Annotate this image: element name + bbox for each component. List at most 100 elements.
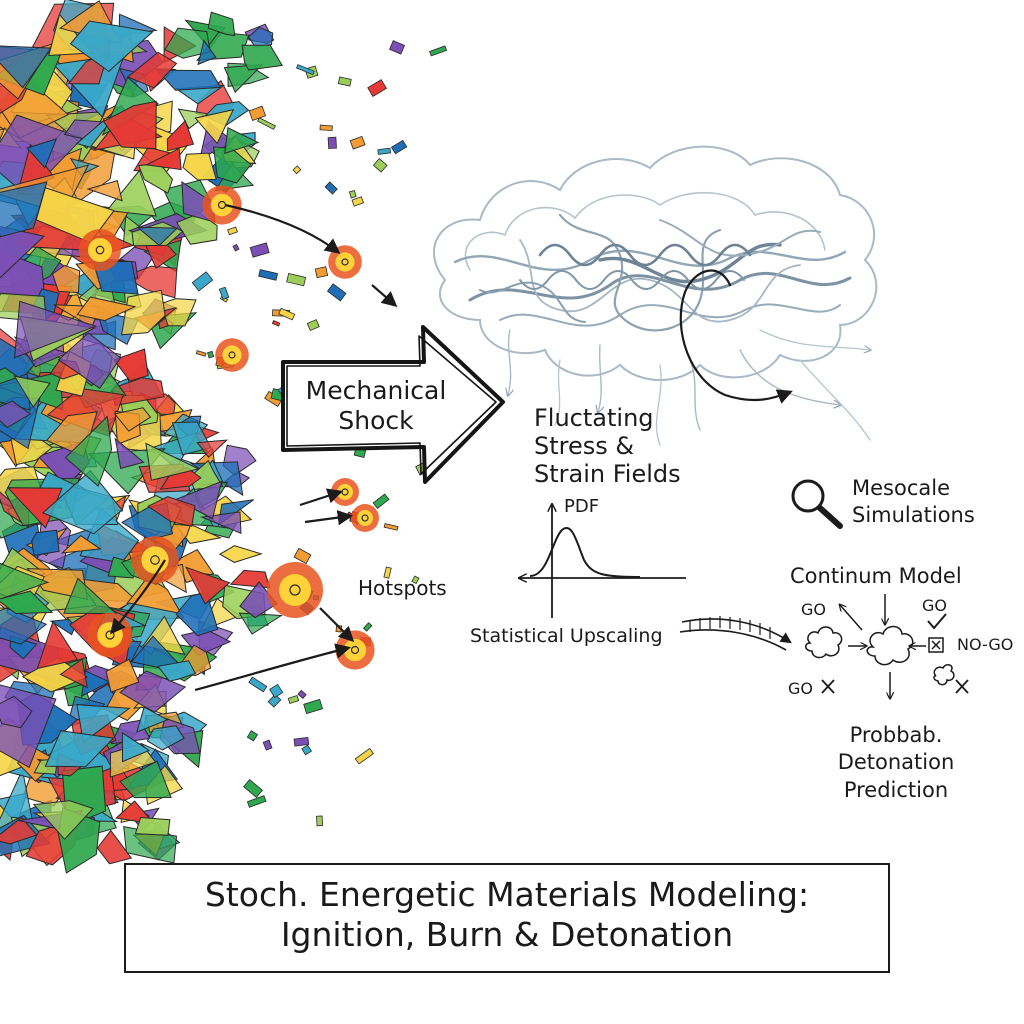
go-label: GO bbox=[801, 600, 826, 619]
debris-piece bbox=[292, 165, 302, 175]
fragment-shape bbox=[105, 658, 140, 693]
debris-piece bbox=[362, 622, 373, 632]
debris-piece bbox=[383, 523, 399, 531]
debris-piece bbox=[248, 676, 268, 693]
fragment-shape bbox=[147, 496, 196, 527]
fragment-shape bbox=[0, 181, 48, 238]
flame-icon bbox=[215, 338, 249, 372]
fragment-shape bbox=[126, 51, 178, 89]
debris-piece bbox=[337, 76, 352, 87]
check-icon bbox=[927, 613, 947, 630]
magnifier-icon bbox=[791, 479, 843, 529]
debris-piece bbox=[367, 79, 387, 98]
mesocale-simulations-label: Mesocale Simulations bbox=[852, 476, 975, 528]
go-label: GO bbox=[922, 596, 947, 615]
fragment-shape bbox=[106, 169, 157, 217]
fragment-shape bbox=[155, 69, 222, 91]
debris-piece bbox=[295, 64, 315, 76]
debris-piece bbox=[316, 815, 324, 827]
fragment-shape bbox=[160, 298, 197, 327]
debris-piece bbox=[372, 158, 388, 173]
hotspot-arrow bbox=[371, 284, 398, 308]
x-icon bbox=[955, 679, 969, 694]
debris-piece bbox=[227, 226, 238, 236]
debris-piece bbox=[267, 693, 282, 708]
fragment-shape bbox=[52, 264, 81, 294]
hotspots-label: Hotspots bbox=[358, 576, 447, 600]
debris-piece bbox=[324, 181, 338, 195]
hotspot-arrow bbox=[110, 559, 166, 635]
fragment-shape bbox=[113, 348, 149, 382]
debris-piece bbox=[293, 547, 312, 565]
pdf-curve bbox=[529, 527, 641, 578]
pdf-plot bbox=[520, 505, 686, 618]
fragment-shape bbox=[145, 147, 182, 171]
flame-icon bbox=[131, 536, 179, 584]
fragment-shape bbox=[76, 704, 131, 744]
fragment-shape bbox=[0, 45, 53, 89]
fragment-shape bbox=[42, 469, 123, 535]
flame-icon bbox=[328, 245, 362, 279]
fragment-shape bbox=[121, 731, 151, 763]
debris-piece bbox=[243, 779, 263, 799]
no-go-label: NO-GO bbox=[957, 635, 1014, 654]
statistical-upscaling-label: Statistical Upscaling bbox=[470, 625, 663, 647]
fragment-shape bbox=[136, 226, 179, 247]
fragment-shape bbox=[0, 562, 50, 600]
fragment-shape bbox=[207, 11, 236, 37]
fragment-shape bbox=[102, 100, 157, 150]
fragment-shape bbox=[86, 179, 123, 202]
fragment-shape bbox=[218, 545, 263, 563]
fragment-shape bbox=[13, 375, 51, 409]
debris-piece bbox=[246, 730, 259, 742]
fragment-shape bbox=[0, 816, 38, 845]
mechanical-shock-label: Mechanical Shock bbox=[305, 376, 447, 435]
fragment-shape bbox=[0, 400, 32, 429]
fragment-shape bbox=[31, 529, 60, 557]
fragment-shape bbox=[182, 152, 217, 181]
debris-piece bbox=[246, 795, 267, 808]
fragment-shape bbox=[223, 63, 264, 94]
debris-piece bbox=[191, 271, 214, 292]
fragment-shape bbox=[76, 296, 137, 322]
debris-piece bbox=[249, 242, 270, 258]
fragment-shape bbox=[44, 730, 115, 768]
continuum-flow bbox=[805, 594, 969, 698]
fragment-shape bbox=[194, 108, 235, 145]
cloud-icon bbox=[805, 626, 843, 659]
flame-icon bbox=[351, 504, 379, 532]
fragment-shape bbox=[63, 577, 118, 615]
debris-piece bbox=[271, 319, 281, 327]
fragment-shape bbox=[59, 658, 88, 689]
debris-piece bbox=[326, 283, 347, 302]
flame-icon bbox=[202, 185, 242, 225]
debris-piece bbox=[303, 698, 324, 715]
fragment-shape bbox=[0, 590, 54, 615]
fragment-shape bbox=[134, 816, 171, 836]
debris-piece bbox=[257, 117, 276, 130]
fragment-shape bbox=[60, 534, 102, 554]
debris-piece bbox=[287, 695, 300, 705]
debris-piece bbox=[248, 105, 267, 121]
debris-piece bbox=[232, 243, 240, 252]
fragment-shape bbox=[119, 760, 172, 799]
fragment-shape bbox=[185, 566, 231, 605]
debris-piece bbox=[306, 319, 320, 332]
hotspot-arrow bbox=[224, 203, 341, 254]
title-line-1: Stoch. Energetic Materials Modeling: bbox=[204, 875, 810, 914]
fragment-shape bbox=[32, 800, 94, 841]
fragment-shape bbox=[224, 127, 260, 155]
fragment-shape bbox=[241, 44, 284, 71]
hotspot-arrow bbox=[194, 643, 351, 692]
debris-piece bbox=[314, 266, 329, 279]
debris-piece bbox=[327, 136, 337, 149]
debris-piece bbox=[207, 350, 215, 359]
debris-piece bbox=[286, 273, 307, 287]
debris-piece bbox=[372, 493, 390, 509]
x-icon bbox=[821, 679, 835, 694]
flame-icon bbox=[267, 562, 323, 618]
fragment-shape bbox=[113, 407, 152, 432]
fragment-shape bbox=[26, 138, 58, 169]
debris-piece bbox=[269, 683, 284, 699]
